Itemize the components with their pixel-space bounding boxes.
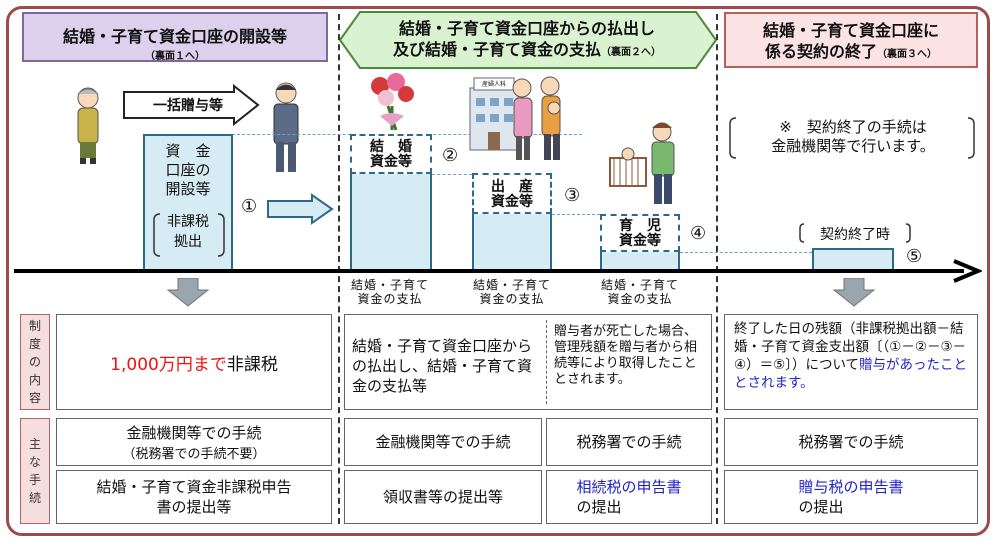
cell-procedure-4: 税務署での手続 (724, 418, 978, 466)
payment-label-childcare: 結婚・子育て資金の支払 (600, 278, 679, 306)
childcare-bar (600, 250, 680, 271)
cell-procedure-3: 税務署での手続 (546, 418, 712, 466)
header-withdrawal-line2: 及び結婚・子育て資金の支払（裏面２へ） (392, 40, 661, 59)
remaining-balance-bar (812, 248, 894, 271)
lump-sum-arrow (123, 84, 260, 126)
childcare-box: 育 児 資金等 (600, 214, 680, 252)
right-arrow (267, 193, 334, 225)
non-taxable-limit: 1,000万円まで (110, 354, 227, 375)
birth-box: 出 産 資金等 (472, 173, 552, 214)
contract-end-label: 契約終了時 (820, 227, 890, 243)
header-account-opening-title: 結婚・子育て資金口座の開設等 (62, 27, 287, 46)
header-contract-end-ref: （裏面３へ） (877, 49, 937, 60)
header-contract-end-line1: 結婚・子育て資金口座に (762, 21, 939, 40)
cell-content-4-box (724, 314, 978, 410)
header-contract-end: 結婚・子育て資金口座に 係る契約の終了（裏面３へ） (724, 12, 978, 68)
account-opening-bar (143, 134, 233, 271)
row-label-procedure: 主な手続 (20, 418, 50, 524)
cell-submission-1: 結婚・子育て資金非課税申告書の提出等 (56, 470, 332, 524)
contract-end-note: ※ 契約終了の手続は 金融機関等で行います。 (771, 118, 935, 155)
birth-bar (472, 212, 552, 271)
level-line-3 (552, 214, 600, 215)
crib-parent-illustration (609, 122, 675, 204)
cell-content-2-3 (344, 314, 712, 410)
contract-end-brackets (799, 223, 911, 243)
payment-label-birth: 結婚・子育て資金の支払 (472, 278, 551, 306)
cell-submission-4: 贈与税の申告書の提出 (724, 470, 978, 524)
flower-bouquet-illustration (371, 73, 414, 131)
header-withdrawal-line1: 結婚・子育て資金口座からの払出し (398, 19, 655, 38)
account-opening-label: 資 金 口座の 開設等 (165, 142, 211, 198)
cell-content-divider (546, 320, 547, 404)
header-contract-end-line2: 係る契約の終了（裏面３へ） (764, 42, 937, 61)
down-arrow-left (166, 278, 210, 307)
timeline-axis (14, 269, 964, 273)
level-line-2 (432, 174, 472, 175)
header-withdrawal-ref: （裏面２へ） (601, 47, 661, 58)
step-2-marker: ② (442, 145, 459, 166)
gift-deemed-text: 贈与があったこととされます。 (734, 357, 968, 391)
step-4-marker: ④ (690, 223, 707, 244)
step-1-marker: ① (241, 196, 258, 217)
header-account-opening-ref: （裏面１へ） (145, 51, 205, 62)
cell-content-3: 贈与者が死亡した場合、管理残額を贈与者から相続等により取得したこととされます。 (554, 324, 698, 387)
hospital-sign: 産婦人科 (481, 81, 506, 88)
family-illustration (512, 76, 561, 160)
cell-content-4: 終了した日の残額（非課税拠出額－結婚・子育て資金支出額〔（①－②－③－④）＝⑤〕… (734, 321, 968, 391)
step-3-marker: ③ (564, 185, 581, 206)
man-illustration (273, 82, 299, 172)
row-label-content: 制度の内容 (20, 314, 50, 410)
cell-submission-3: 相続税の申告書の提出 (546, 470, 712, 524)
payment-label-marriage: 結婚・子育て資金の支払 (350, 278, 429, 306)
level-line-4 (680, 252, 812, 253)
header-withdrawal: 結婚・子育て資金口座からの払出し 及び結婚・子育て資金の支払（裏面２へ） (372, 18, 682, 63)
header-account-opening: 結婚・子育て資金口座の開設等 （裏面１へ） (22, 12, 328, 62)
contract-end-note-brackets (729, 117, 975, 159)
lump-sum-label: 一括贈与等 (153, 98, 223, 114)
non-taxable-brackets (153, 213, 225, 257)
marriage-bar (350, 172, 432, 271)
cell-procedure-1: 金融機関等での手続（税務署での手続不要） (56, 418, 332, 466)
cell-submission-2: 領収書等の提出等 (344, 470, 542, 524)
down-arrow-right (832, 278, 876, 307)
header-withdrawal-shape (338, 11, 718, 69)
cell-content-2: 結婚・子育て資金口座からの払出し、結婚・子育て資金の支払等 (352, 337, 533, 395)
non-taxable-label: 非課税 拠出 (167, 214, 209, 250)
step-5-marker: ⑤ (906, 246, 923, 267)
gift-tax-return: 贈与税の申告書 (798, 478, 904, 496)
cell-procedure-2: 金融機関等での手続 (344, 418, 542, 466)
grandmother-illustration (77, 87, 99, 164)
timeline-arrowhead (953, 259, 982, 283)
cell-content-1: 1,000万円まで非課税 (56, 314, 332, 410)
inheritance-tax-return: 相続税の申告書 (576, 478, 682, 496)
marriage-box: 結 婚 資金等 (350, 134, 432, 174)
hospital-illustration (469, 77, 519, 151)
